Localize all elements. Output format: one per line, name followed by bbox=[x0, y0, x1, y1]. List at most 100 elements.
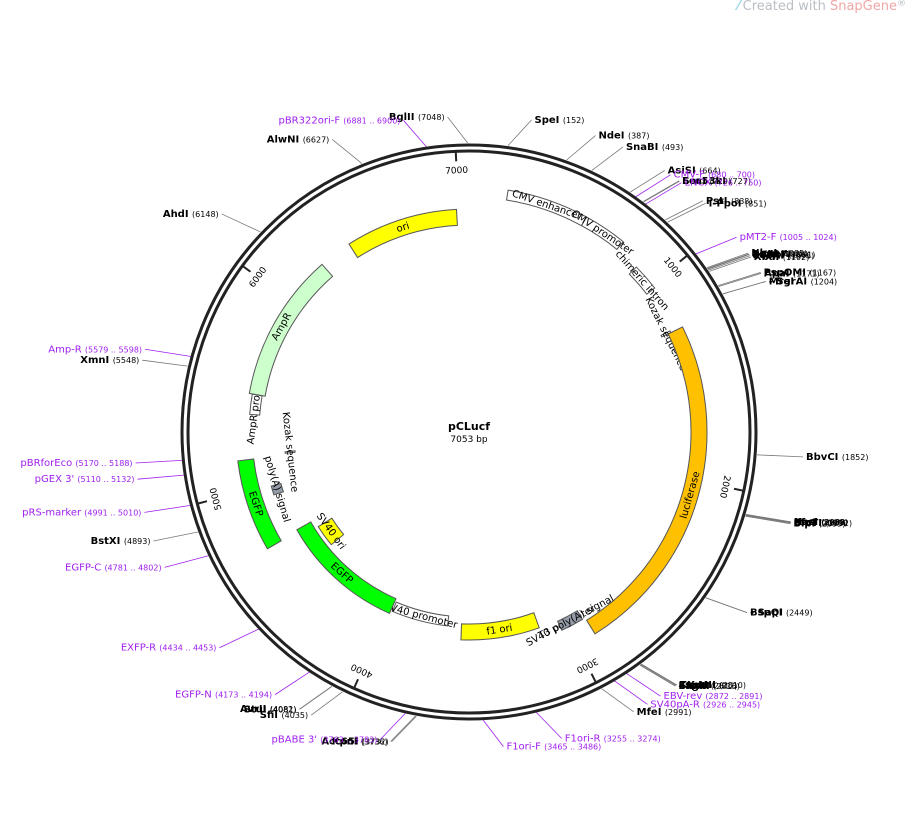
leader-line bbox=[639, 664, 676, 687]
site-position: (6627) bbox=[303, 135, 330, 144]
primer-pbr322ori-f: pBR322ori-F (6881 .. 6900) bbox=[278, 115, 400, 126]
site-position: (2088) bbox=[822, 518, 849, 527]
site-label: EcoRI bbox=[753, 251, 788, 262]
site-label: SfoI bbox=[794, 517, 820, 528]
primer-label: pBRforEco bbox=[20, 458, 75, 469]
site-blpi: BlpI (2095) bbox=[793, 519, 845, 530]
leader-line bbox=[694, 236, 737, 255]
primer-range: (726 .. 750) bbox=[715, 179, 762, 188]
feature-sv40-poly-a-signal bbox=[556, 610, 584, 632]
site-bglii: BglII (7048) bbox=[389, 112, 445, 123]
leader-line bbox=[391, 715, 417, 743]
primer-label: EBV-rev bbox=[664, 691, 706, 702]
site-label: PspOMI bbox=[764, 267, 810, 278]
primer-label: LNCX bbox=[684, 178, 714, 189]
site-label: TspMI bbox=[680, 680, 712, 691]
site-label: AsiSI bbox=[668, 166, 700, 177]
site-label: NdeI bbox=[598, 131, 628, 142]
site-position: (1171) bbox=[793, 269, 820, 278]
site-position: (2812) bbox=[711, 681, 738, 690]
site-label: BlpI bbox=[793, 519, 818, 530]
leader-line bbox=[137, 474, 186, 480]
site-bstxi: BstXI (4893) bbox=[91, 536, 151, 547]
site-sapi: - SapI (2449) bbox=[750, 608, 813, 619]
site-ahdi: AhdI (6148) bbox=[163, 209, 219, 220]
site-position: (1085) bbox=[781, 249, 808, 258]
feature-label-f1-ori: f1 ori bbox=[486, 623, 513, 638]
site-xmni: XmnI (5548) bbox=[80, 355, 139, 366]
site-label: BstXI bbox=[91, 536, 124, 547]
site-label: KpnI bbox=[332, 737, 361, 748]
leader-line bbox=[643, 180, 680, 202]
leader-line bbox=[601, 688, 634, 713]
site-labels: SpeI (152)NdeI (387)SnaBI (493)AsiSI (66… bbox=[20, 112, 868, 753]
leader-line bbox=[142, 359, 188, 367]
primer-range: (5110 .. 5132) bbox=[77, 475, 134, 484]
site-position: (3736) bbox=[361, 738, 388, 747]
leader-line bbox=[221, 213, 261, 233]
site-position: (851) bbox=[745, 199, 767, 208]
site-position: (4893) bbox=[124, 537, 151, 546]
site-position: (4082) bbox=[270, 705, 297, 714]
leader-line bbox=[299, 686, 333, 710]
site-label: - SapI bbox=[750, 608, 786, 619]
site-label: - SgrAI bbox=[769, 276, 811, 287]
site-position: (2810) bbox=[719, 681, 746, 690]
primer-range: (3763 .. 3783) bbox=[320, 735, 377, 744]
site-noti: - NotI (2816) bbox=[678, 681, 739, 692]
site-label: BspQI bbox=[750, 608, 783, 619]
leader-line bbox=[135, 459, 184, 464]
primer-label: EGFP-N bbox=[175, 690, 215, 701]
primer-label: pRS-marker bbox=[22, 507, 84, 518]
leader-line bbox=[709, 256, 752, 272]
primer-pgex-3: pGEX 3' (5110 .. 5132) bbox=[35, 474, 135, 485]
site-position: (152) bbox=[563, 116, 585, 125]
primer-exfp-r: EXFP-R (4434 .. 4453) bbox=[121, 643, 217, 654]
site-position: (838) bbox=[731, 197, 753, 206]
site-sfoi: SfoI (2090) bbox=[794, 517, 846, 528]
site-label: AlwNI bbox=[267, 134, 303, 145]
primer-range: (4434 .. 4453) bbox=[159, 644, 216, 653]
site-label: NheI bbox=[751, 248, 780, 259]
feature-ori bbox=[348, 208, 458, 259]
tick-mark bbox=[590, 673, 597, 684]
site-paer7i: PaeR7I bbox=[752, 249, 791, 260]
site-position: (387) bbox=[628, 132, 650, 141]
feature-luciferase bbox=[585, 326, 708, 635]
plasmid-backbone bbox=[180, 143, 758, 721]
leader-line bbox=[707, 253, 749, 270]
tick-label: 3000 bbox=[574, 655, 599, 674]
primer-range: (4173 .. 4194) bbox=[215, 691, 272, 700]
site-i-ppoi: I-PpoI (851) bbox=[709, 198, 767, 209]
site-label: SfiI bbox=[260, 710, 282, 721]
site-pluti: PluTI (2092) bbox=[794, 518, 853, 529]
site-position: (2816) bbox=[713, 682, 740, 691]
primer-label: pMT2-F bbox=[740, 232, 780, 243]
leader-line bbox=[708, 255, 751, 271]
primer-pmt2-f: pMT2-F (1005 .. 1024) bbox=[740, 232, 837, 243]
site-position: (1091) bbox=[789, 250, 816, 259]
leader-line bbox=[153, 531, 198, 542]
tick-label: 7000 bbox=[445, 166, 469, 177]
site-label: Eco53kI bbox=[682, 176, 729, 187]
primer-prs-marker: pRS-marker (4991 .. 5010) bbox=[22, 507, 141, 518]
site-bspqi: BspQI bbox=[750, 608, 783, 619]
leader-line bbox=[310, 691, 343, 716]
site-position: (6148) bbox=[192, 210, 219, 219]
site-position: (664) bbox=[699, 167, 721, 176]
site-bbvci: BbvCI (1852) bbox=[806, 452, 868, 463]
leader-line bbox=[219, 628, 261, 649]
site-label: PaeR7I bbox=[752, 249, 791, 260]
site-position: (2089) bbox=[821, 518, 848, 527]
feature-f1-ori bbox=[460, 612, 540, 641]
site-label: AhdI bbox=[163, 209, 192, 220]
site-position: (4081) bbox=[270, 705, 297, 714]
primer-ebv-rev: EBV-rev (2872 .. 2891) bbox=[664, 691, 763, 702]
leader-line bbox=[643, 180, 680, 203]
primer-label: pBR322ori-F bbox=[278, 115, 343, 126]
site-tspmi: TspMI bbox=[680, 680, 712, 691]
leader-line bbox=[566, 135, 596, 161]
feature-kozak-sequence bbox=[284, 450, 296, 454]
site-position: (3732) bbox=[362, 738, 389, 747]
site-label: Acc65I bbox=[321, 737, 362, 748]
